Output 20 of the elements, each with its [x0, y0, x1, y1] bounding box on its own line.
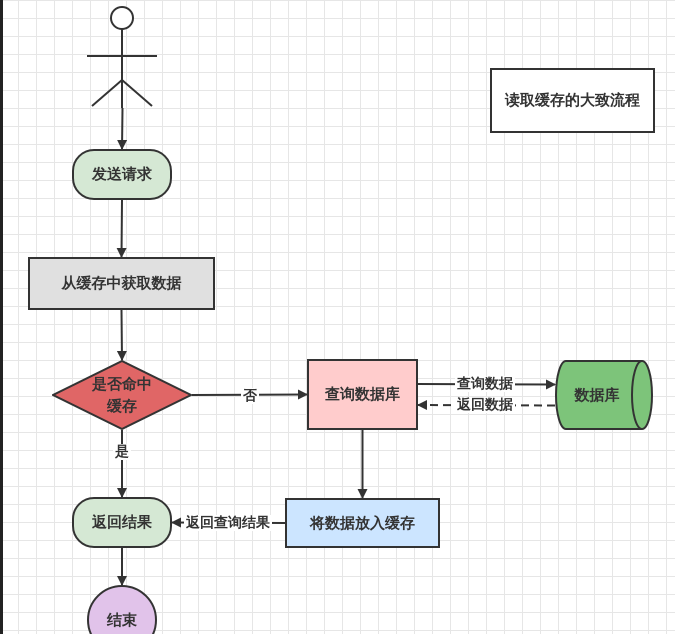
- arrow: [116, 200, 127, 258]
- decision-diamond: 是否命中缓存: [52, 360, 192, 430]
- edge-label: 是: [113, 444, 131, 460]
- database-cylinder: 数据库: [555, 360, 653, 430]
- arrow: [116, 310, 127, 361]
- arrow: [192, 390, 308, 400]
- start-box: 发送请求: [72, 149, 172, 200]
- title-box: 读取缓存的大致流程: [490, 68, 655, 133]
- process-box: 从缓存中获取数据: [28, 257, 215, 310]
- arrow: [117, 108, 128, 150]
- edge-label: 返回查询结果: [184, 515, 272, 531]
- arrow: [117, 548, 127, 586]
- arrow: [358, 430, 368, 499]
- end-circle: 结束: [87, 585, 157, 634]
- process-box: 将数据放入缓存: [285, 498, 440, 548]
- edge-label: 查询数据: [455, 376, 515, 392]
- edge-label: 否: [241, 388, 259, 404]
- process-box: 查询数据库: [307, 359, 418, 430]
- edge-label: 返回数据: [455, 397, 515, 413]
- result-box: 返回结果: [72, 497, 172, 548]
